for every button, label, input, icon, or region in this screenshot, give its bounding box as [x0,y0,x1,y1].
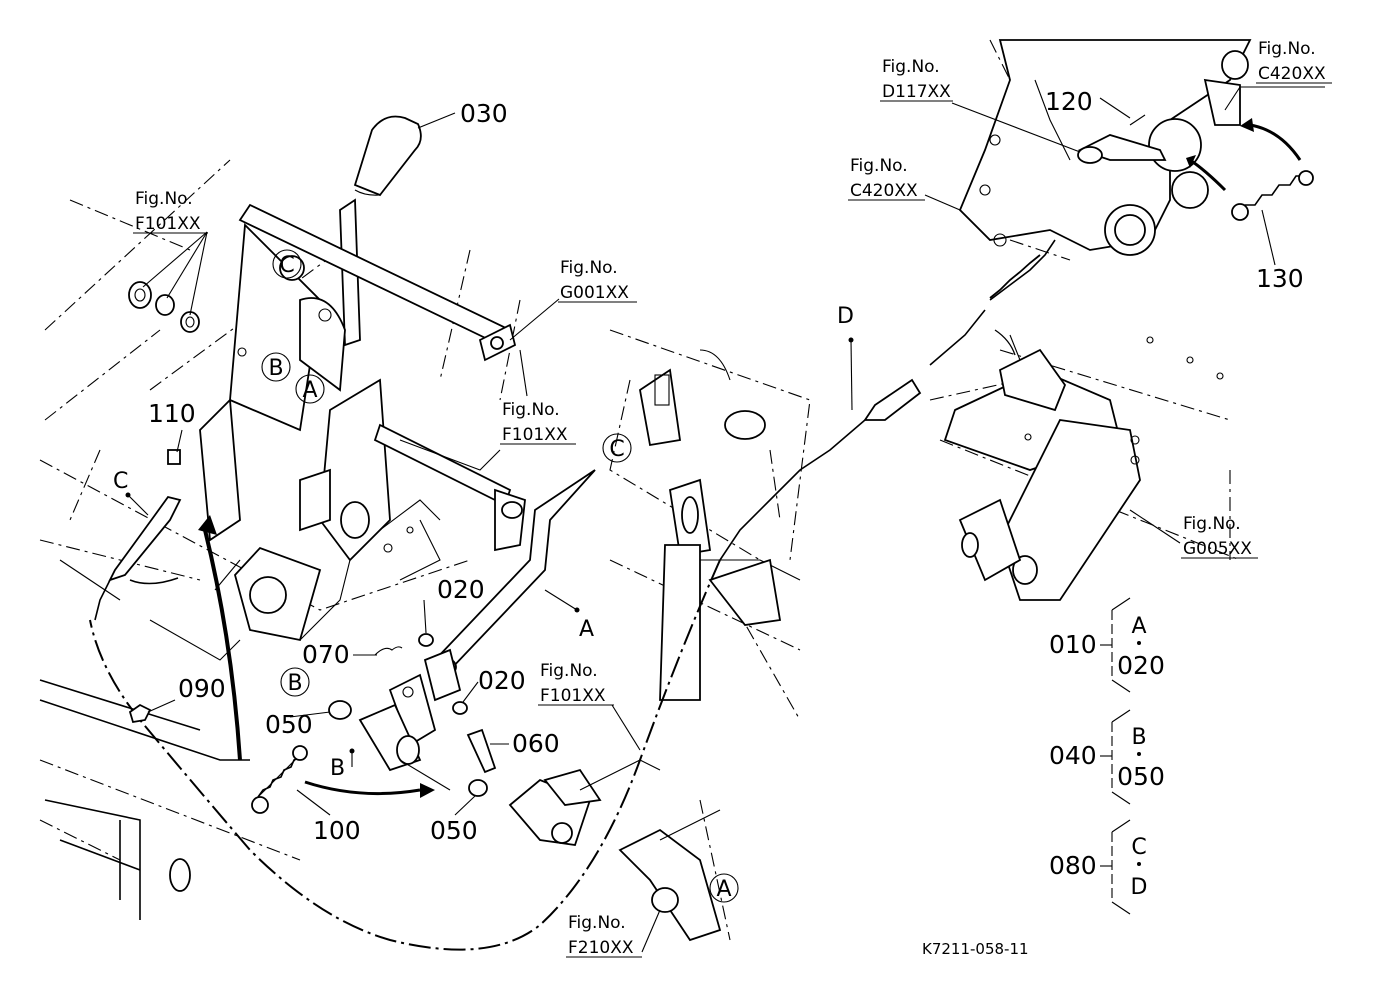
letter-c-point: C [113,469,128,494]
label-130: 130 [1256,264,1304,293]
label-050-right: 050 [430,816,478,845]
letter-b-point: B [330,756,345,781]
legend-010: 010 [1049,630,1097,659]
part-labels: 030 110 020 070 020 060 090 050 100 050 … [148,87,1304,845]
figure-references: Fig.No. F101XX Fig.No. G001XX Fig.No. F1… [133,39,1332,958]
fig-f101-top-code: F101XX [135,214,201,234]
legend-040: 040 [1049,741,1097,770]
fig-f210-label: Fig.No. [568,913,626,933]
lever-assembly [199,115,526,581]
label-060: 060 [512,729,560,758]
fig-f101-top-label: Fig.No. [135,189,193,209]
pedal-linkage [508,759,722,942]
legend-010-bottom: 020 [1117,651,1165,680]
transmission-housing [958,39,1314,256]
fig-c420-left-label: Fig.No. [850,156,908,176]
fig-c420-left-code: C420XX [850,181,918,201]
letter-b-circled-mid: B [287,671,302,696]
label-030: 030 [460,99,508,128]
fig-c420-right-label: Fig.No. [1258,39,1316,59]
control-column [639,349,801,701]
fig-g001-label: Fig.No. [560,258,618,278]
fig-d117-code: D117XX [882,82,951,102]
fig-g005-code: G005XX [1183,539,1252,559]
fig-c420-right-code: C420XX [1258,64,1326,84]
legend-040-bottom: 050 [1117,762,1165,791]
label-020-lower: 020 [478,666,526,695]
fig-d117-label: Fig.No. [882,57,940,77]
nut-washer-stack [128,281,247,357]
label-110: 110 [148,399,196,428]
letter-c-circled-mid: C [609,437,624,462]
fig-g005-label: Fig.No. [1183,514,1241,534]
label-090: 090 [178,674,226,703]
pivot-assembly [251,633,497,814]
fig-f101-mid-code: F101XX [502,425,568,445]
lower-frame-tubes [39,559,250,920]
drawing-reference: K7211-058-11 [922,940,1029,958]
letter-a-circled-top: A [302,378,317,403]
letter-a-circled-low: A [716,877,731,902]
fig-f101-mid-label: Fig.No. [502,400,560,420]
legend-080-top: C [1131,835,1146,860]
assembly-legend: 010 A 020 040 B 050 080 C D [1049,597,1165,915]
legend-010-top: A [1131,614,1146,639]
label-050-left: 050 [265,710,313,739]
fig-f210-code: F210XX [568,938,634,958]
letter-b-circled-top: B [268,356,283,381]
letter-c-circled-top: C [279,253,294,278]
legend-080-bottom: D [1131,875,1148,900]
fig-f101-low-code: F101XX [540,686,606,706]
label-070: 070 [302,640,350,669]
legend-080: 080 [1049,851,1097,880]
motion-arrows [129,118,1302,798]
label-100: 100 [313,816,361,845]
fig-f101-low-label: Fig.No. [540,661,598,681]
connection-letters: C B A C B A C A B D [113,249,854,903]
legend-040-top: B [1131,725,1146,750]
base-plate [214,546,351,642]
pedal-bracket [943,334,1224,601]
fig-g001-code: G001XX [560,283,629,303]
letter-d-point: D [837,304,854,329]
leader-lines [125,86,1325,953]
label-020-upper: 020 [437,575,485,604]
letter-a-point: A [579,617,594,642]
control-cables [89,239,1056,951]
label-120: 120 [1045,87,1093,116]
